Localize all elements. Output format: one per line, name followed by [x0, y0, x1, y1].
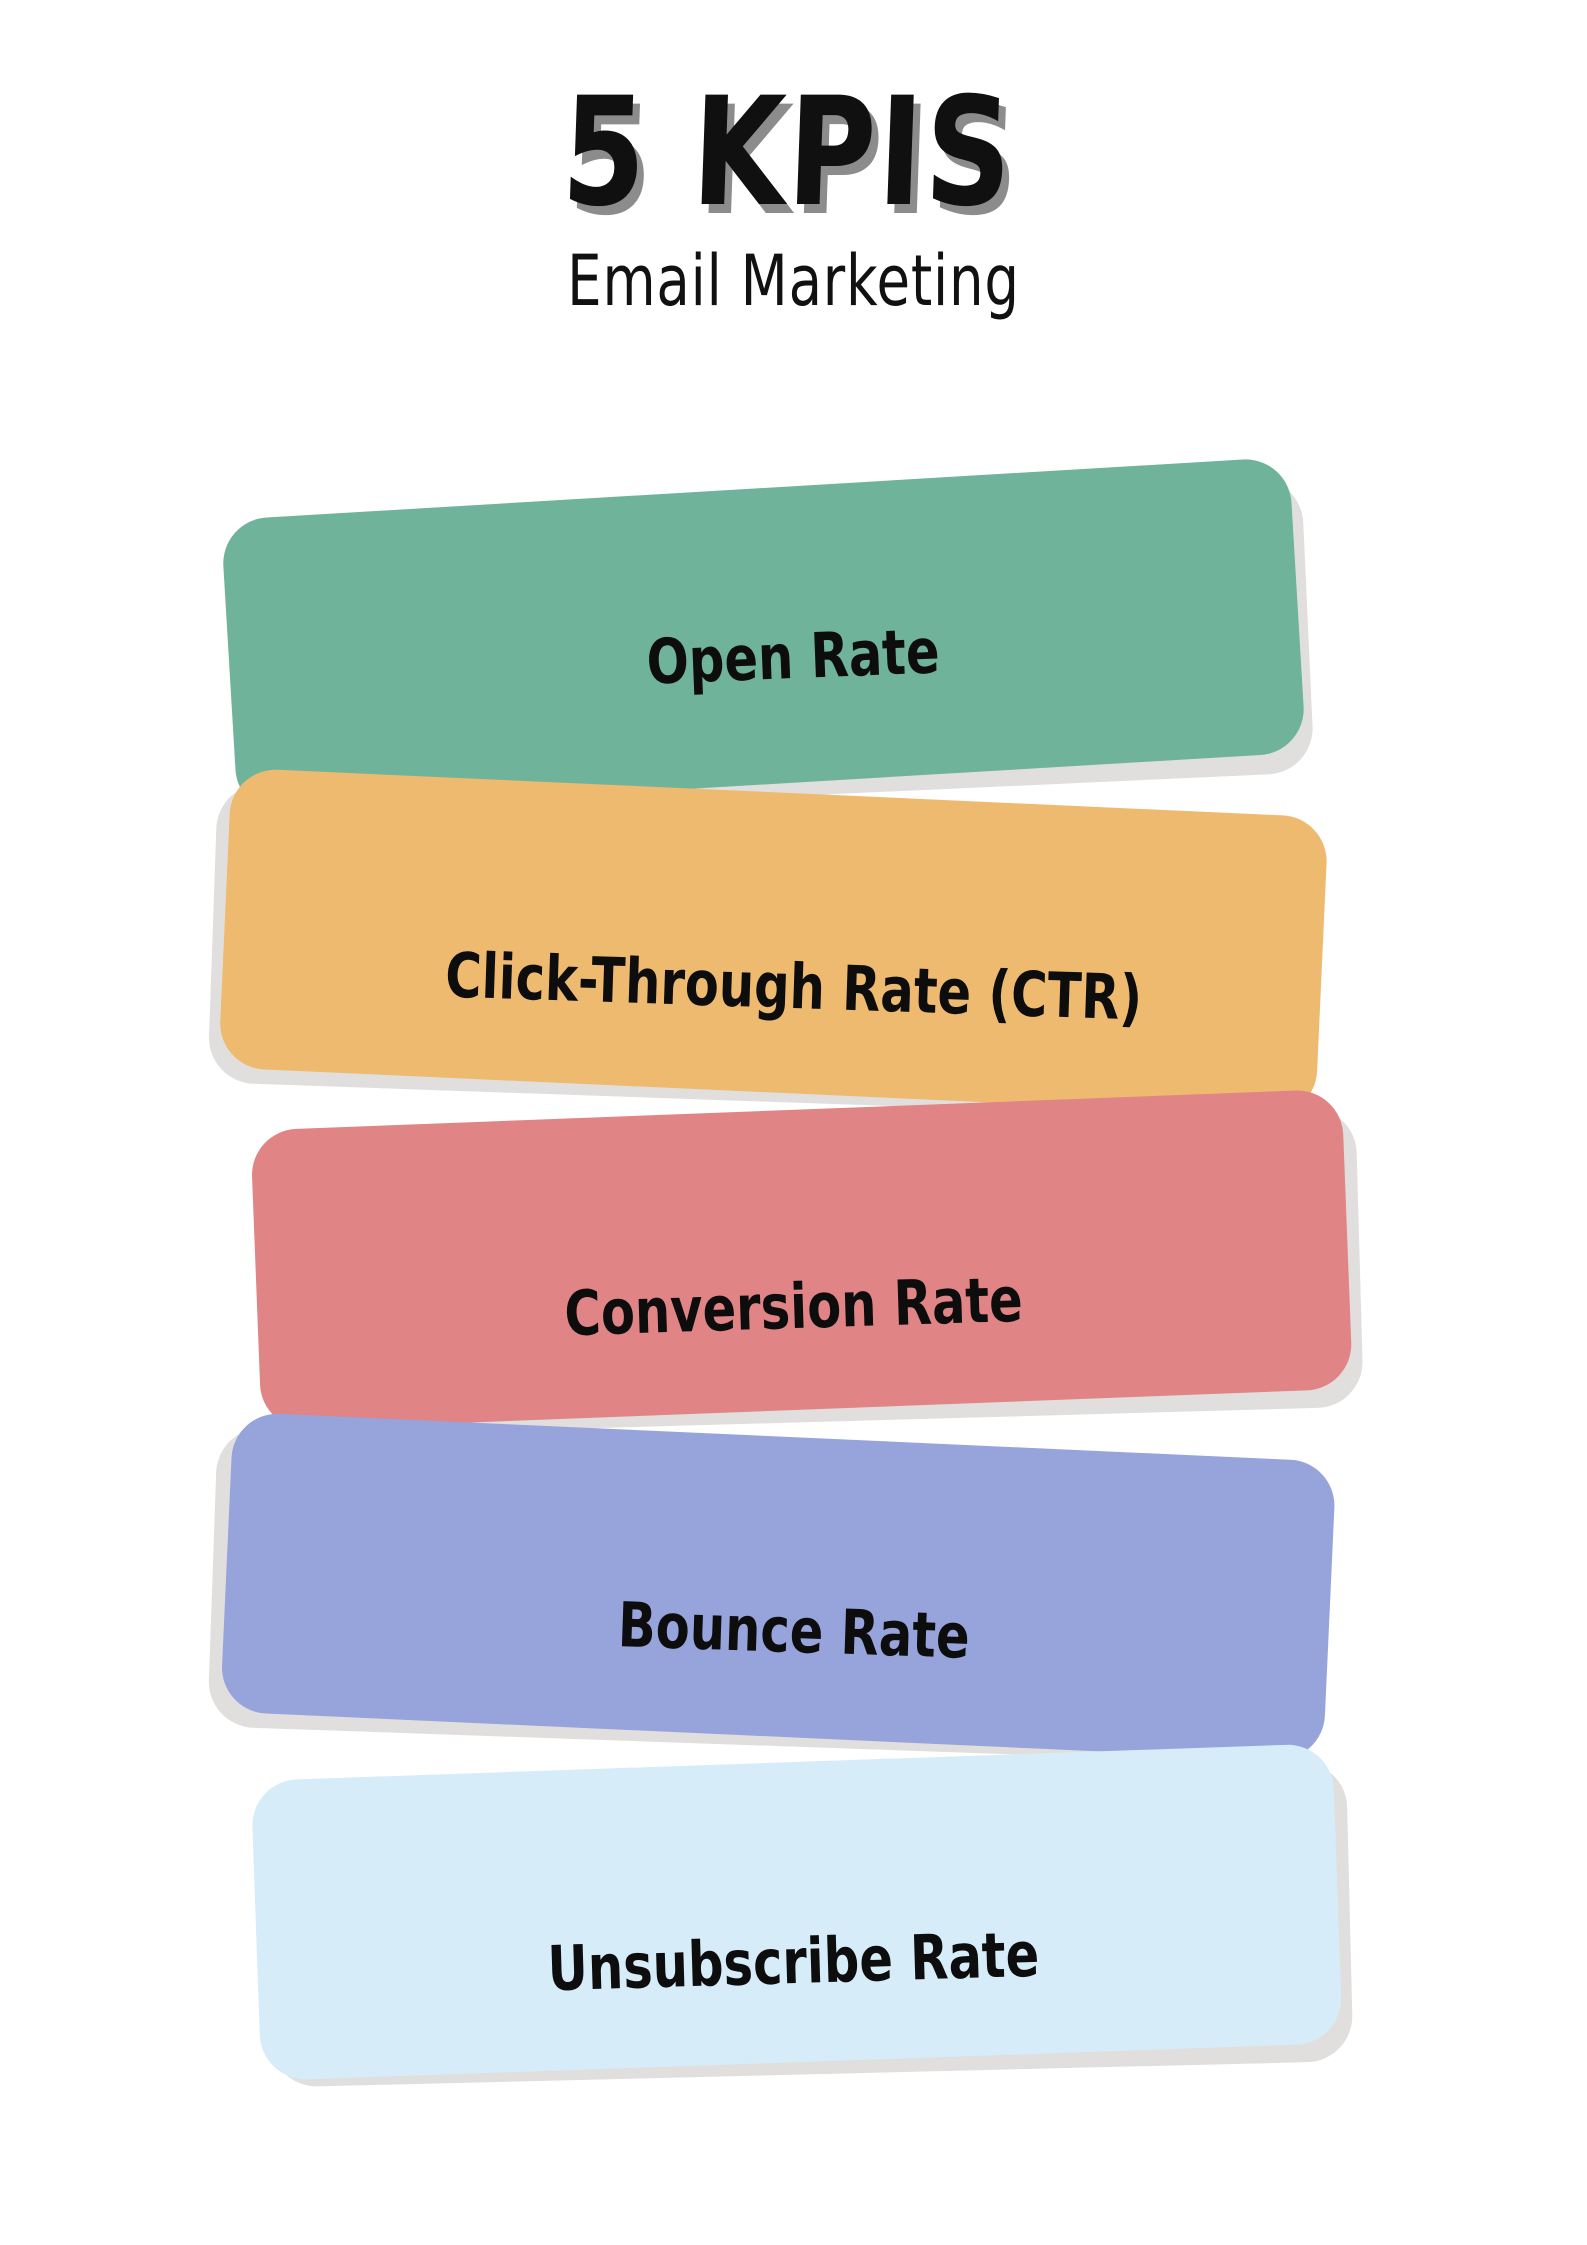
banner-fill-conversion-rate [252, 1090, 1352, 1429]
banner-fill-unsubscribe-rate [252, 1744, 1342, 2080]
page-subtitle: Email Marketing [567, 240, 1020, 322]
banner-fill-bounce-rate [222, 1413, 1335, 1760]
poster-header: 5 KPIS Email Marketing [0, 0, 1587, 316]
banner-fill-click-through-rate [220, 769, 1327, 1116]
banner-label-text: Unsubscribe Rate [546, 1917, 1041, 2006]
banner-fill-open-rate [223, 459, 1304, 814]
